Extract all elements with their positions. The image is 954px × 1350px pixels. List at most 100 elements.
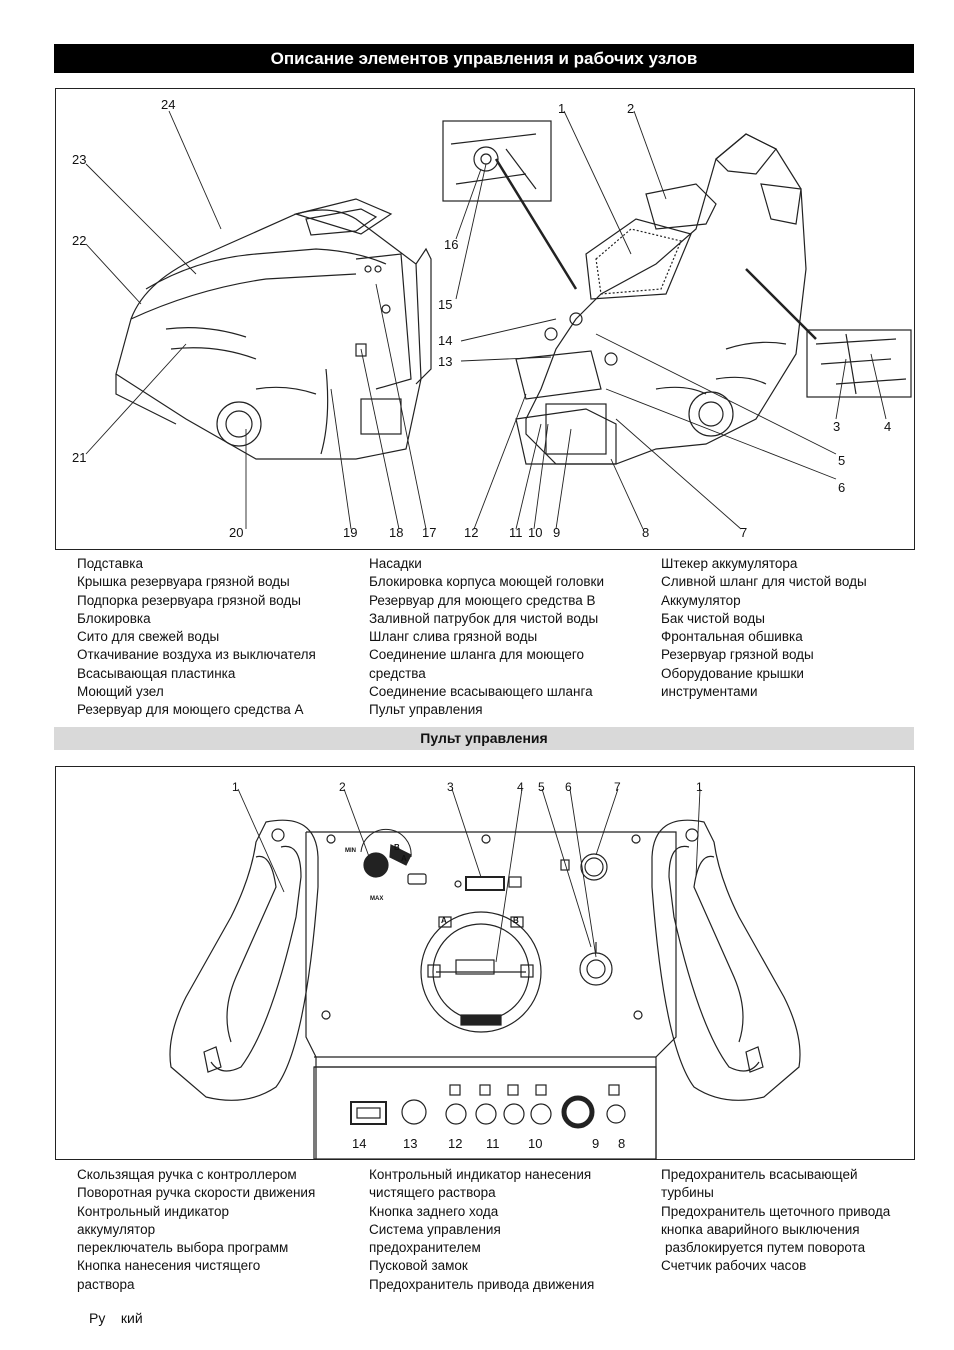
callout: 10 bbox=[528, 525, 543, 540]
callout: 9 bbox=[592, 1136, 600, 1151]
callout: 5 bbox=[538, 780, 545, 794]
callout: 12 bbox=[448, 1136, 463, 1151]
callout: 3 bbox=[833, 419, 841, 434]
callout: 7 bbox=[740, 525, 748, 540]
legend-item: кнопка аварийного выключения bbox=[661, 1221, 860, 1237]
legend-column-2: Насадки Блокировка корпуса моющей головк… bbox=[369, 555, 604, 720]
legend-item: Предохранитель привода движения bbox=[369, 1276, 595, 1292]
legend-item: Оборудование крышки bbox=[661, 665, 804, 681]
callout: 22 bbox=[72, 233, 87, 248]
legend-item: Аккумулятор bbox=[661, 592, 741, 608]
legend-item: Пусковой замок bbox=[369, 1258, 468, 1274]
legend-item: Всасывающая пластинка bbox=[77, 665, 236, 681]
legend-item: Поворотная ручка скорости движения bbox=[77, 1185, 316, 1201]
legend-item: Предохранитель всасывающей bbox=[661, 1167, 858, 1182]
callout: 1 bbox=[696, 780, 703, 794]
speed-b-label: B bbox=[394, 843, 400, 852]
panel-legend-column-3: Предохранитель всасывающей турбины Предо… bbox=[661, 1166, 890, 1276]
legend-item: Бак чистой воды bbox=[661, 610, 765, 626]
callout: 13 bbox=[438, 354, 453, 369]
legend-item: Откачивание воздуха из выключателя bbox=[77, 647, 316, 663]
callout: 11 bbox=[486, 1136, 500, 1151]
legend-item: Контрольный индикатор нанесения bbox=[369, 1167, 592, 1182]
legend-item: Подставка bbox=[77, 556, 143, 571]
inset-filter bbox=[442, 120, 552, 202]
callout: 1 bbox=[232, 780, 239, 794]
legend-item: Кнопка нанесения чистящего bbox=[77, 1258, 261, 1274]
inset-battery bbox=[806, 329, 912, 398]
machine-rear-view bbox=[115, 198, 432, 460]
callout: 1 bbox=[558, 101, 566, 116]
callout: 14 bbox=[352, 1136, 367, 1151]
page-title: Описание элементов управления и рабочих … bbox=[54, 44, 914, 73]
footer-language: Ру кий bbox=[89, 1310, 143, 1326]
legend-item: Резервуар для моющего средства B bbox=[369, 592, 596, 608]
legend-item: Крышка резервуара грязной воды bbox=[77, 574, 290, 590]
min-label: MIN bbox=[345, 848, 356, 854]
legend-item: переключатель выбора программ bbox=[77, 1240, 289, 1256]
callout: 7 bbox=[614, 780, 621, 794]
callout: 4 bbox=[884, 419, 892, 434]
program-b-label: B bbox=[513, 916, 519, 925]
callout: 14 bbox=[438, 333, 453, 348]
callout: 3 bbox=[447, 780, 454, 794]
callout: 9 bbox=[553, 525, 561, 540]
legend-item: Моющий узел bbox=[77, 684, 164, 700]
callout: 23 bbox=[72, 152, 87, 167]
legend-item: Пульт управления bbox=[369, 702, 483, 718]
legend-item: Счетчик рабочих часов bbox=[661, 1258, 807, 1274]
legend-item: Резервуар для моющего средства A bbox=[77, 702, 304, 718]
callout: 15 bbox=[438, 297, 453, 312]
callout: 8 bbox=[642, 525, 650, 540]
legend-item: Штекер аккумулятора bbox=[661, 556, 798, 571]
legend-item: предохранителем bbox=[369, 1240, 481, 1256]
machine-front-view bbox=[515, 133, 807, 465]
legend-column-3: Штекер аккумулятора Сливной шланг для чи… bbox=[661, 555, 867, 701]
callout: 4 bbox=[517, 780, 524, 794]
callout: 13 bbox=[403, 1136, 418, 1151]
callout: 19 bbox=[343, 525, 358, 540]
legend-item: Заливной патрубок для чистой воды bbox=[369, 610, 599, 626]
legend-item: раствора bbox=[77, 1276, 135, 1292]
callout: 12 bbox=[464, 525, 479, 540]
callout: 5 bbox=[838, 453, 846, 468]
legend-item: Шланг слива грязной воды bbox=[369, 629, 538, 645]
speed-a-label: A bbox=[401, 854, 407, 863]
legend-item: чистящего раствора bbox=[369, 1185, 496, 1201]
legend-item: Контрольный индикатор bbox=[77, 1203, 229, 1219]
machine-drawings bbox=[85, 110, 912, 530]
legend-item: Резервуар грязной воды bbox=[661, 647, 814, 663]
legend-item: аккумулятор bbox=[77, 1221, 156, 1237]
legend-item: Предохранитель щеточного привода bbox=[661, 1203, 891, 1219]
control-panel-figure: 1 2 3 4 5 6 7 1 14 13 12 11 10 9 8 MIN M… bbox=[55, 766, 915, 1160]
max-label: MAX bbox=[370, 896, 384, 902]
callout: 2 bbox=[339, 780, 346, 794]
callout: 18 bbox=[389, 525, 404, 540]
machine-overview-figure: 1 2 3 4 5 6 7 8 9 10 11 12 13 14 15 16 1… bbox=[55, 88, 915, 550]
callout: 2 bbox=[627, 101, 635, 116]
legend-item: разблокируется путем поворота bbox=[665, 1240, 866, 1256]
legend-item: инструментами bbox=[661, 684, 758, 700]
panel-legend-column-1: Скользящая ручка с контроллером Поворотн… bbox=[77, 1166, 315, 1294]
section-title: Пульт управления bbox=[54, 727, 914, 750]
callout: 16 bbox=[444, 237, 459, 252]
legend-item: Подпорка резервуара грязной воды bbox=[77, 592, 301, 608]
legend-item: Система управления bbox=[369, 1221, 501, 1237]
program-a-label: A bbox=[441, 916, 447, 925]
callout: 21 bbox=[72, 450, 87, 465]
legend-column-1: Подставка Крышка резервуара грязной воды… bbox=[77, 555, 316, 720]
legend-item: Фронтальная обшивка bbox=[661, 629, 803, 645]
control-panel-drawing bbox=[169, 788, 801, 1159]
legend-item: турбины bbox=[661, 1185, 714, 1201]
legend-item: Сливной шланг для чистой воды bbox=[661, 574, 867, 590]
legend-item: средства bbox=[369, 665, 426, 681]
legend-item: Скользящая ручка с контроллером bbox=[77, 1167, 297, 1182]
callout: 6 bbox=[565, 780, 572, 794]
legend-item: Блокировка bbox=[77, 610, 151, 626]
legend-item: Сито для свежей воды bbox=[77, 629, 220, 645]
legend-item: Соединение шланга для моющего bbox=[369, 647, 584, 663]
callout: 8 bbox=[618, 1136, 626, 1151]
callout: 17 bbox=[422, 525, 437, 540]
legend-item: Насадки bbox=[369, 556, 422, 571]
callout: 24 bbox=[161, 97, 176, 112]
